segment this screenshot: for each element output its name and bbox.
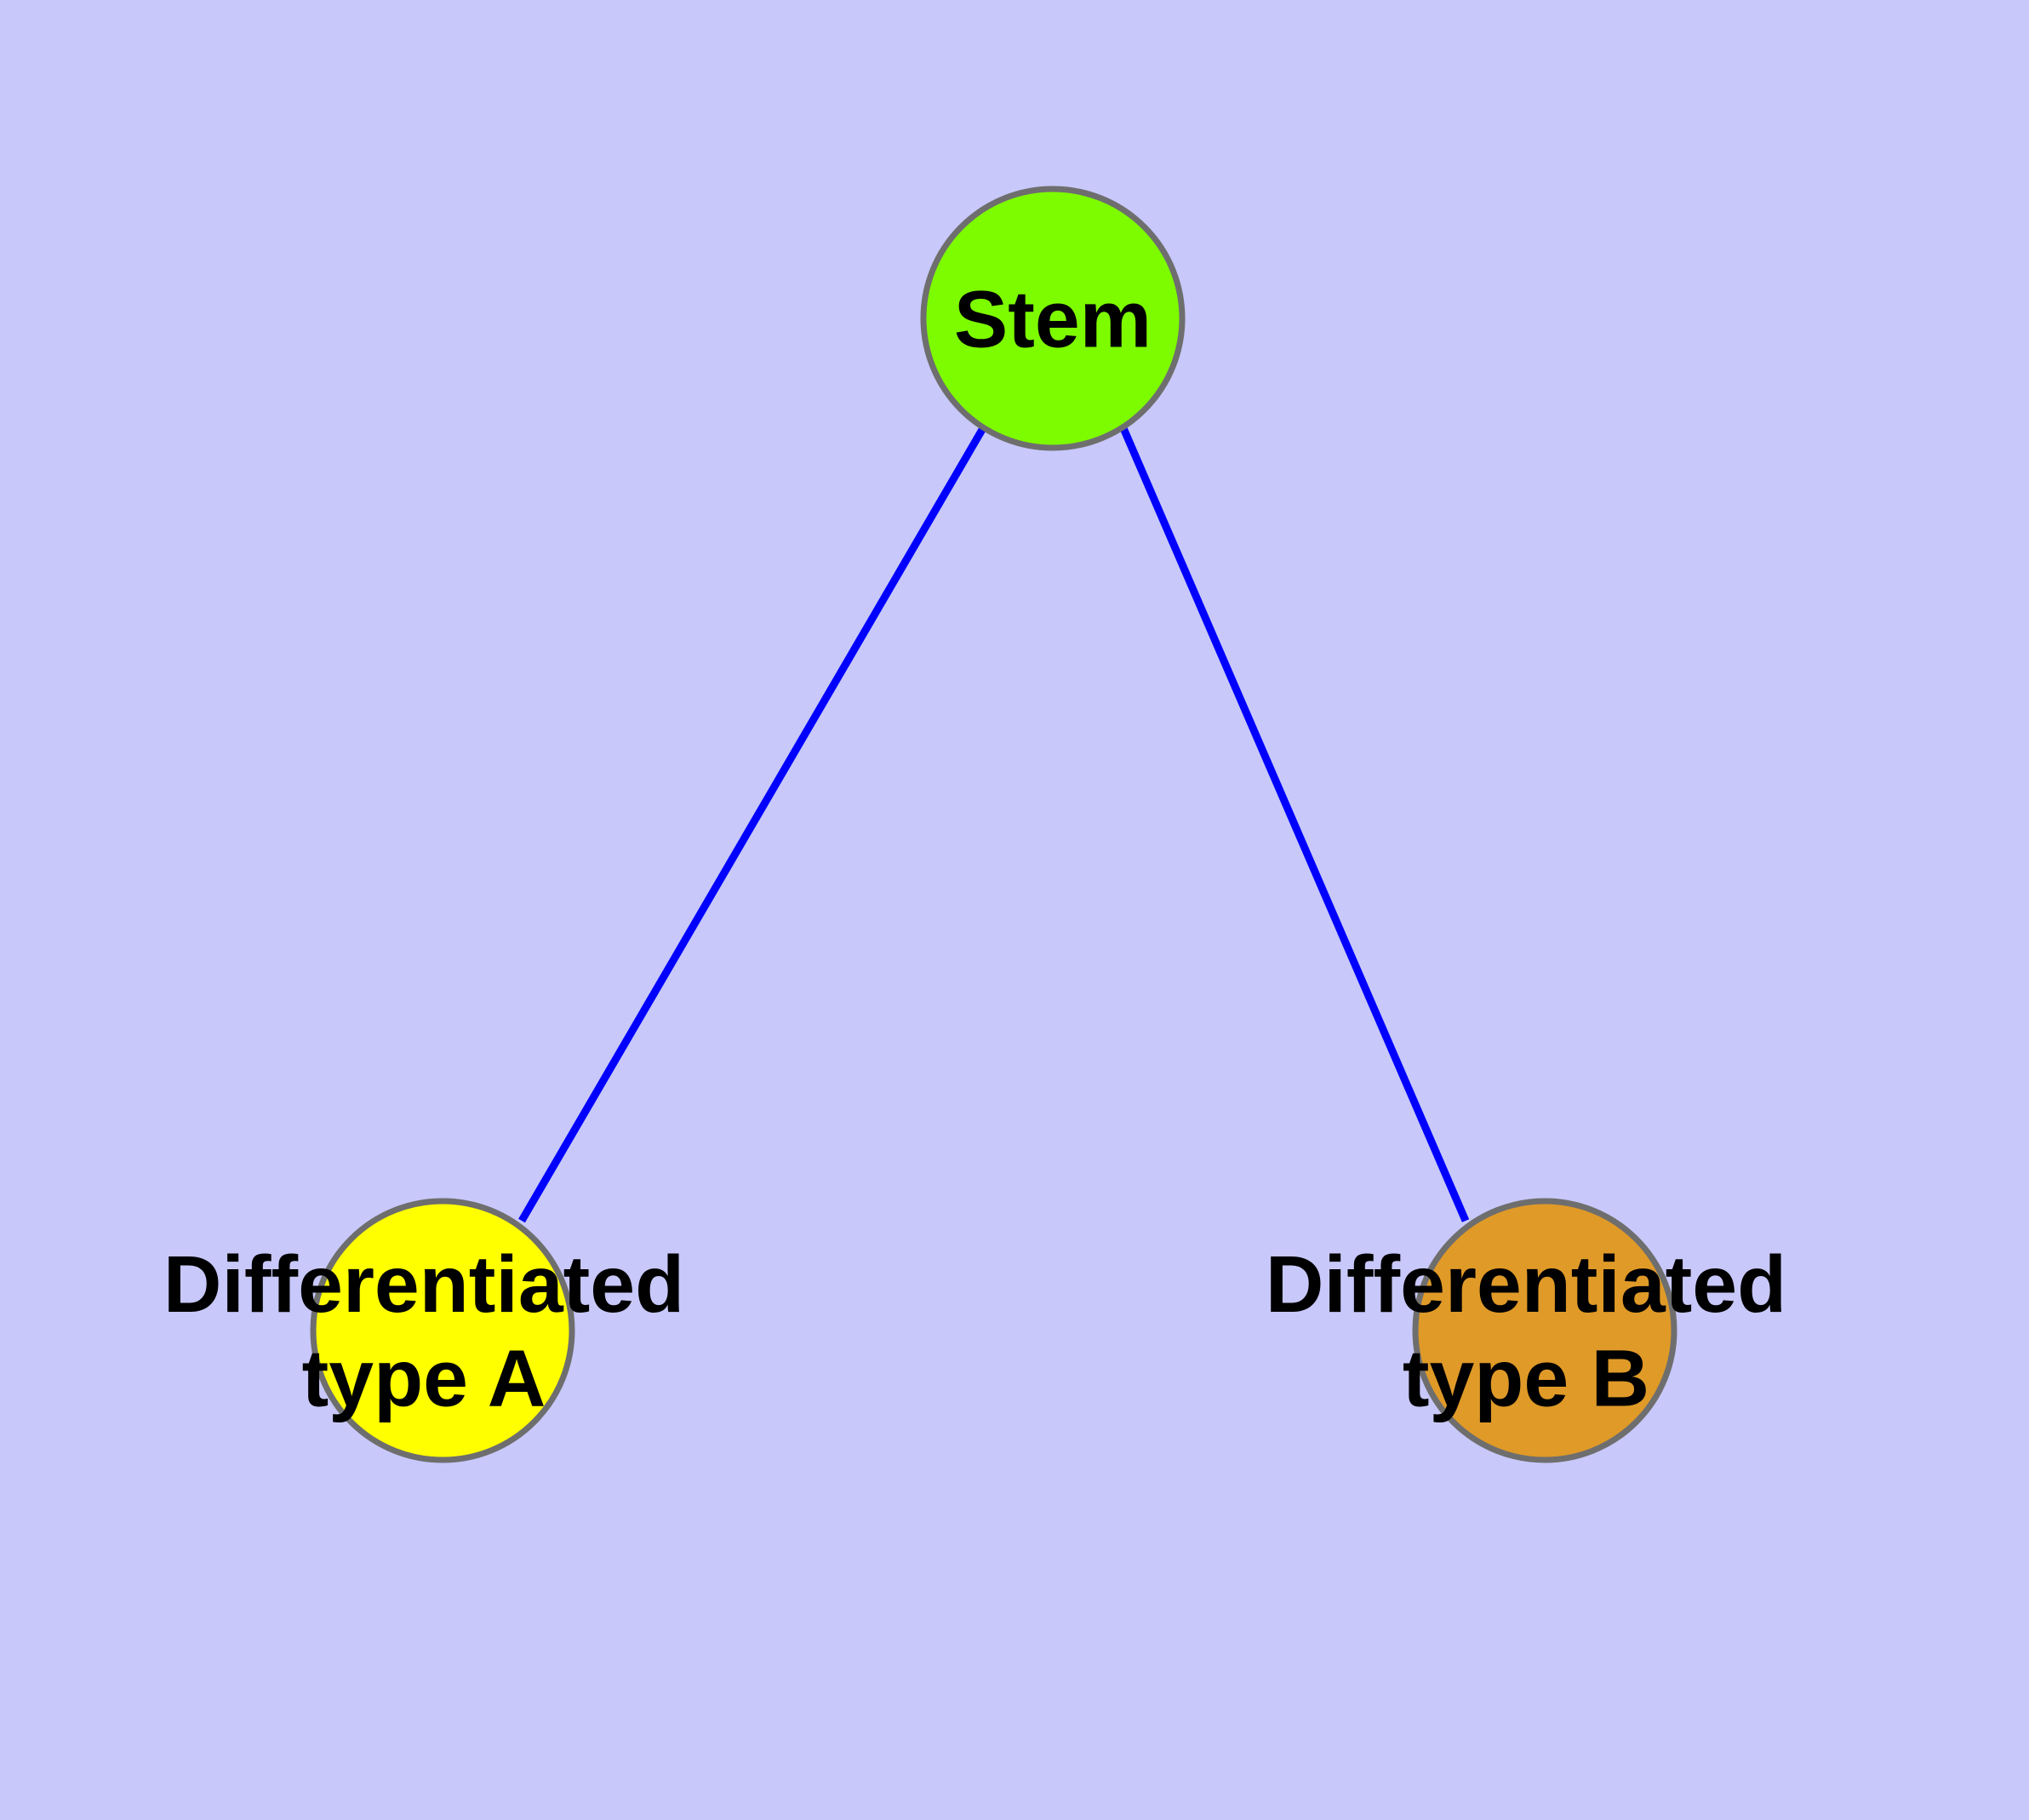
graph-edge-stem-to-a[interactable] xyxy=(518,426,986,1223)
node-label-line: Differentiated xyxy=(1266,1239,1786,1330)
node-label-line: Differentiated xyxy=(163,1239,684,1330)
node-circle-stem[interactable] xyxy=(920,186,1186,451)
edge-layer xyxy=(518,426,1470,1223)
node-label-stem: Stem xyxy=(954,274,1152,364)
node-label-line: type B xyxy=(1403,1333,1649,1423)
graph-node-stem[interactable]: Stem xyxy=(920,186,1186,451)
node-label-line: Stem xyxy=(954,274,1152,364)
graph-edge-stem-to-b[interactable] xyxy=(1119,426,1470,1222)
node-circle-diff-type-b[interactable] xyxy=(1412,1198,1677,1463)
node-circle-diff-type-a[interactable] xyxy=(310,1198,575,1463)
node-label-line: type A xyxy=(302,1333,546,1423)
